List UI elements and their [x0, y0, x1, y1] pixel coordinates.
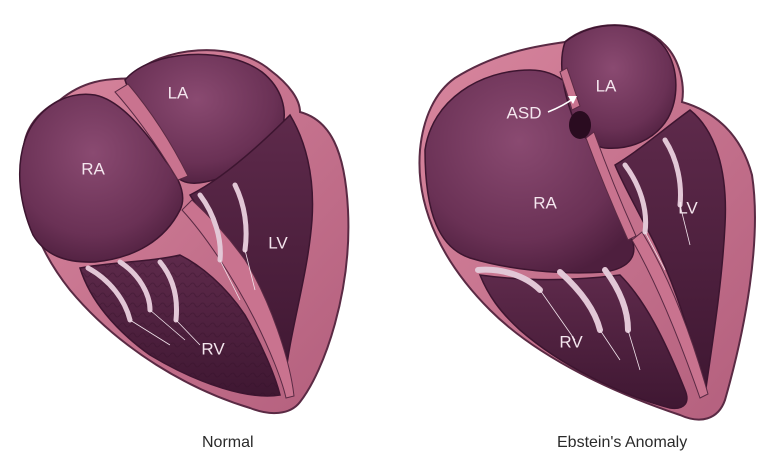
ebstein-heart: LA ASD RA LV RV: [419, 25, 754, 419]
ebstein-asd-defect: [569, 111, 591, 139]
ebstein-label-ra: RA: [533, 193, 557, 212]
normal-label-la: LA: [168, 83, 189, 102]
ebstein-caption: Ebstein's Anomaly: [557, 434, 687, 452]
normal-caption: Normal: [202, 434, 254, 452]
normal-heart: LA RA LV RV: [20, 50, 349, 413]
normal-label-ra: RA: [81, 159, 105, 178]
ebstein-label-asd: ASD: [507, 103, 542, 122]
ebstein-label-la: LA: [596, 76, 617, 95]
normal-label-lv: LV: [268, 233, 288, 252]
normal-label-rv: RV: [201, 339, 225, 358]
ebstein-label-rv: RV: [559, 332, 583, 351]
ebstein-label-lv: LV: [678, 198, 698, 217]
